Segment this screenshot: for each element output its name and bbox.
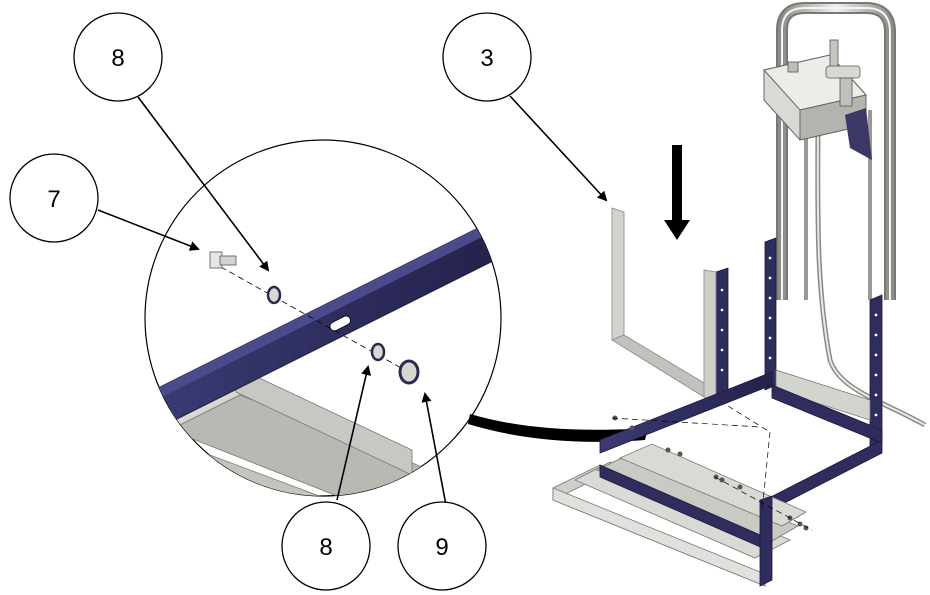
nut-detail — [398, 359, 420, 385]
detail-leader — [468, 414, 648, 442]
svg-text:9: 9 — [435, 534, 448, 561]
detail-frame-bar-top — [150, 222, 496, 400]
clamp-bracket — [763, 39, 872, 160]
back-frame — [764, 237, 883, 447]
washer-detail-top — [266, 285, 282, 305]
bolt-detail — [209, 251, 237, 269]
down-arrow — [664, 145, 690, 240]
svg-text:3: 3 — [480, 45, 493, 72]
detail-view — [144, 139, 502, 497]
leader-8-top — [137, 96, 270, 272]
washer-detail-bottom — [370, 342, 386, 362]
leader-8-bottom — [336, 365, 372, 501]
insert-part-3 — [611, 207, 729, 405]
svg-text:8: 8 — [319, 534, 332, 561]
callout-7: 7 — [9, 153, 99, 243]
main-assembly — [552, 2, 927, 587]
svg-text:8: 8 — [111, 45, 124, 72]
leader-3 — [509, 95, 608, 202]
callout-3: 3 — [442, 12, 532, 102]
callout-8-bottom: 8 — [281, 501, 371, 591]
svg-text:7: 7 — [47, 186, 60, 213]
leader-7 — [97, 209, 200, 251]
callout-8-top: 8 — [73, 12, 163, 102]
base-frame — [552, 371, 883, 587]
callout-9: 9 — [397, 501, 487, 591]
leader-9 — [421, 392, 447, 506]
